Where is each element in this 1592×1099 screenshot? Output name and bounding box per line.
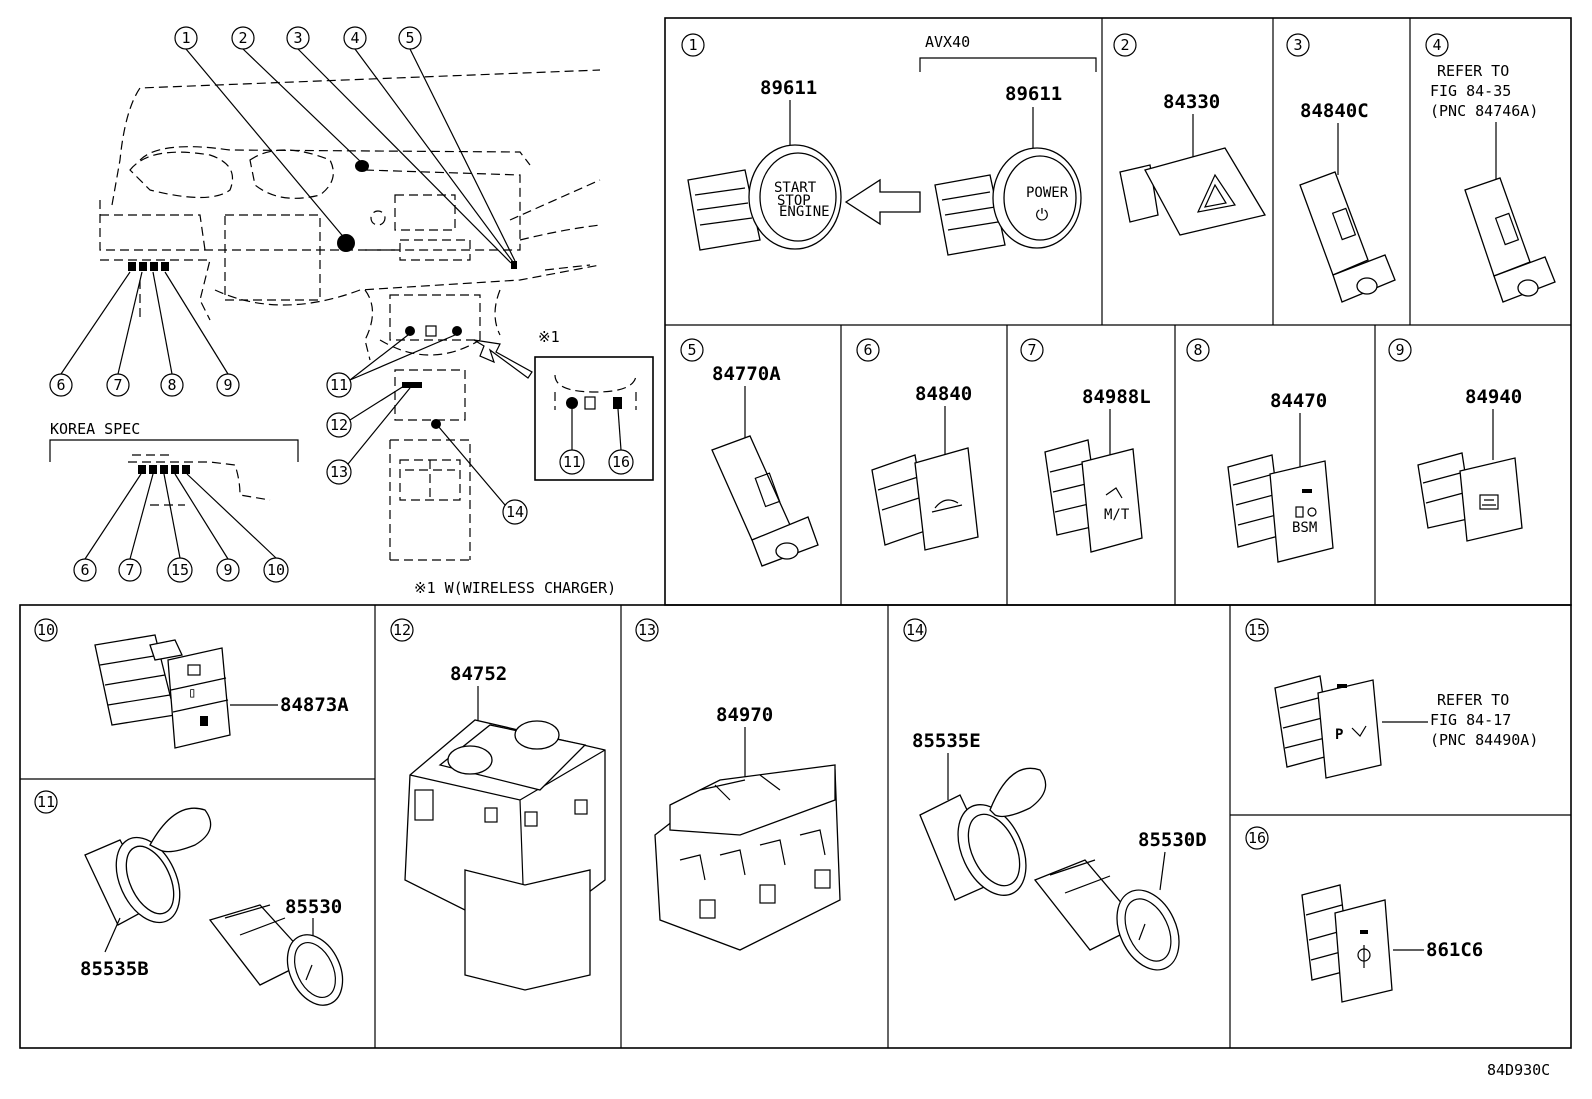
svg-text:6: 6 [80, 561, 89, 579]
svg-text:▯: ▯ [188, 685, 196, 701]
overview-callouts-left: 6 7 8 9 [49, 271, 240, 397]
panel-12: 12 84752 [390, 618, 606, 991]
svg-text:12: 12 [330, 416, 348, 434]
panel-9: 9 84940 [1388, 338, 1523, 542]
part-89611-a: 89611 [760, 77, 817, 99]
panel-10: 10 ▯ 84873A [34, 618, 349, 749]
svg-text:15: 15 [171, 561, 189, 579]
callout-2: 2 [238, 29, 247, 47]
part-84970: 84970 [716, 704, 773, 726]
svg-text:※1: ※1 [538, 328, 560, 346]
svg-text:1: 1 [688, 36, 697, 54]
callout-4: 4 [350, 29, 359, 47]
part-84470: 84470 [1270, 390, 1327, 412]
svg-text:16: 16 [1248, 829, 1266, 847]
panel-14: 14 85535E 85530D [903, 618, 1207, 971]
svg-text:6: 6 [56, 376, 65, 394]
part-84873a: 84873A [280, 694, 349, 716]
svg-text:FIG 84-17: FIG 84-17 [1430, 711, 1511, 729]
part-85535b: 85535B [80, 958, 149, 980]
refer-to-label: REFER TO [1437, 62, 1509, 80]
dashboard-overview: 1 2 3 4 5 6 7 8 9 11 12 13 14 [49, 26, 654, 597]
callout-5: 5 [405, 29, 414, 47]
svg-text:14: 14 [506, 503, 524, 521]
svg-text:6: 6 [863, 341, 872, 359]
svg-text:11: 11 [330, 376, 348, 394]
svg-text:STOP: STOP [777, 193, 811, 209]
svg-text:13: 13 [638, 621, 656, 639]
overview-callouts-console: 11 12 13 14 [326, 334, 528, 525]
panel-1: 1 AVX40 89611 89611 START STOP ENGINE PO… [681, 33, 1097, 256]
svg-text:10: 10 [37, 621, 55, 639]
svg-text:REFER TO: REFER TO [1437, 691, 1509, 709]
panel-grid [19, 17, 1572, 1049]
panel-11: 11 85530 85535B [34, 790, 344, 1006]
part-861c6: 861C6 [1426, 939, 1483, 961]
variant-avx40: AVX40 [925, 33, 970, 51]
svg-text:8: 8 [167, 376, 176, 394]
part-85530: 85530 [285, 896, 342, 918]
part-84988l: 84988L [1082, 386, 1151, 408]
svg-text:M/T: M/T [1104, 507, 1130, 523]
svg-text:5: 5 [687, 341, 696, 359]
part-84840c: 84840C [1300, 100, 1369, 122]
panel-8: 8 84470 BSM [1186, 338, 1334, 563]
svg-text:12: 12 [393, 621, 411, 639]
panel-13: 13 84970 [635, 618, 841, 951]
callout-3: 3 [293, 29, 302, 47]
part-89611-b: 89611 [1005, 83, 1062, 105]
svg-text:9: 9 [223, 376, 232, 394]
part-84752: 84752 [450, 663, 507, 685]
korea-spec-label: KOREA SPEC [50, 420, 140, 438]
part-84770a: 84770A [712, 363, 781, 385]
power-symbol-icon: ⏻ [1036, 205, 1049, 224]
panel-15: 15 P REFER TO FIG 84-17 (PNC 84490A) [1245, 618, 1538, 779]
callout-1: 1 [181, 29, 190, 47]
panel-3: 3 84840C [1286, 33, 1396, 303]
panel-5: 5 84770A [680, 338, 819, 567]
svg-text:10: 10 [267, 561, 285, 579]
svg-text:P: P [1335, 727, 1343, 743]
svg-text:11: 11 [563, 453, 581, 471]
overview-callouts-top: 1 2 3 4 5 [174, 26, 516, 264]
svg-text:3: 3 [1293, 36, 1302, 54]
svg-text:4: 4 [1432, 36, 1441, 54]
svg-text:9: 9 [1395, 341, 1404, 359]
panel-7: 7 84988L M/T [1020, 338, 1151, 553]
panel-2: 2 84330 [1113, 33, 1267, 236]
part-85535e: 85535E [912, 730, 981, 752]
svg-text:7: 7 [1027, 341, 1036, 359]
svg-text:11: 11 [37, 793, 55, 811]
wireless-charger-inset: ※1 11 16 [534, 328, 654, 481]
svg-text:8: 8 [1193, 341, 1202, 359]
svg-text:13: 13 [330, 463, 348, 481]
svg-text:15: 15 [1248, 621, 1266, 639]
svg-text:POWER: POWER [1026, 185, 1069, 201]
panel-4: 4 REFER TO FIG 84-35 (PNC 84746A) [1425, 33, 1556, 303]
part-84330: 84330 [1163, 91, 1220, 113]
refer-pnc: (PNC 84746A) [1430, 102, 1538, 120]
svg-text:2: 2 [1120, 36, 1129, 54]
svg-text:7: 7 [113, 376, 122, 394]
svg-text:9: 9 [223, 561, 232, 579]
footnote-wireless-charger: ※1 W(WIRELESS CHARGER) [414, 579, 616, 597]
panel-16: 16 861C6 [1245, 826, 1483, 1003]
part-84840: 84840 [915, 383, 972, 405]
svg-text:7: 7 [125, 561, 134, 579]
part-84940: 84940 [1465, 386, 1522, 408]
svg-text:BSM: BSM [1292, 520, 1317, 536]
svg-text:START: START [774, 180, 817, 196]
refer-fig: FIG 84-35 [1430, 82, 1511, 100]
diagram-code: 84D930C [1487, 1061, 1550, 1079]
panel-6: 6 84840 [856, 338, 979, 551]
svg-text:14: 14 [906, 621, 924, 639]
svg-text:ENGINE: ENGINE [779, 204, 830, 220]
korea-spec-detail: KOREA SPEC 6 7 15 9 10 [49, 420, 299, 583]
svg-text:16: 16 [612, 453, 630, 471]
svg-text:(PNC 84490A): (PNC 84490A) [1430, 731, 1538, 749]
part-85530d: 85530D [1138, 829, 1207, 851]
